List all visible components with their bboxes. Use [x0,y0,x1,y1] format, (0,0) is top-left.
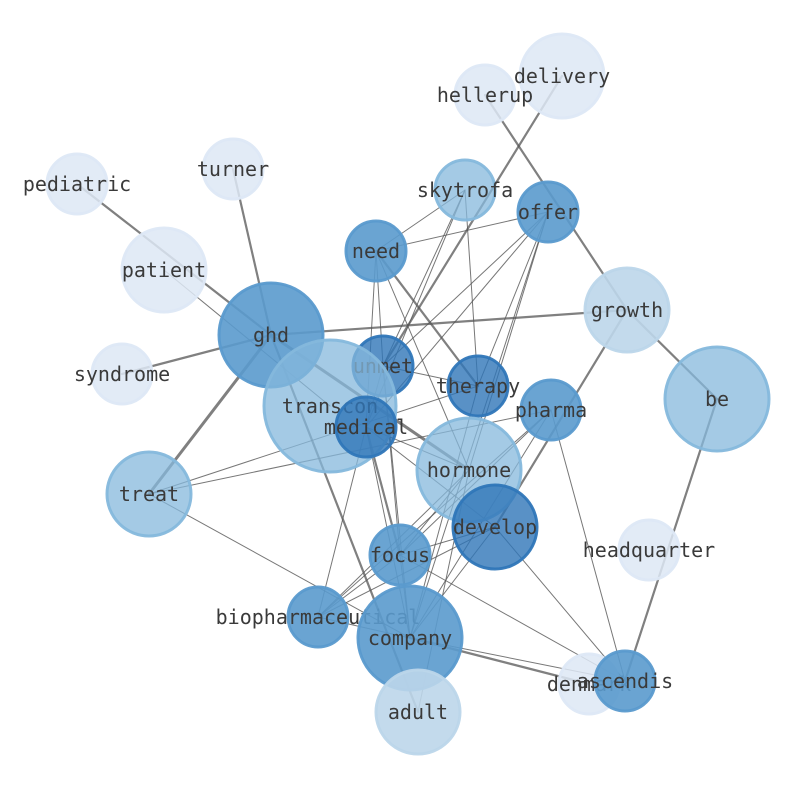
node-circle-develop [451,483,539,571]
node-label-hormone: hormone [427,458,511,482]
node-label-turner: turner [197,157,269,181]
node-pediatric: pediatric [23,152,131,216]
node-circle-therapy [446,354,510,418]
node-medical: medical [324,395,408,459]
node-label-ghd: ghd [253,323,289,347]
node-circle-headquarter [617,518,681,582]
node-label-hellerup: hellerup [437,83,533,107]
node-label-company: company [368,626,452,650]
node-adult: adult [374,668,462,756]
node-turner: turner [197,137,269,201]
node-headquarter: headquarter [583,518,715,582]
node-circle-skytrofa [433,158,497,222]
edge-ghd-growth [269,308,629,337]
node-syndrome: syndrome [74,342,170,406]
node-label-headquarter: headquarter [583,538,715,562]
node-label-medical: medical [324,415,408,439]
node-circle-adult [374,668,462,756]
node-label-pediatric: pediatric [23,172,131,196]
node-treat: treat [105,450,193,538]
node-circle-be [663,345,771,453]
node-label-be: be [705,387,729,411]
node-label-therapy: therapy [436,374,520,398]
node-growth: growth [583,266,671,354]
node-therapy: therapy [436,354,520,418]
node-patient: patient [120,226,208,314]
node-circle-biopharmaceutical [286,585,350,649]
node-circle-medical [334,395,398,459]
node-label-skytrofa: skytrofa [417,178,513,202]
node-ascendis: ascendis [577,649,673,713]
node-circle-treat [105,450,193,538]
node-skytrofa: skytrofa [417,158,513,222]
edge-skytrofa-therapy [464,189,479,387]
edge-pharma-ascendis [550,409,626,682]
node-label-delivery: delivery [514,64,610,88]
node-offer: offer [516,180,580,244]
node-label-patient: patient [122,258,206,282]
node-circle-offer [516,180,580,244]
node-circle-hellerup [453,63,517,127]
node-develop: develop [451,483,539,571]
node-label-syndrome: syndrome [74,362,170,386]
edge-delivery-unmet [381,74,564,368]
node-label-adult: adult [388,700,448,724]
node-circle-turner [201,137,265,201]
node-circle-growth [583,266,671,354]
node-circle-pharma [519,378,583,442]
node-circle-need [344,219,408,283]
node-circle-pediatric [45,152,109,216]
node-hellerup: hellerup [437,63,533,127]
node-need: need [344,219,408,283]
node-label-develop: develop [453,515,537,539]
node-circle-focus [368,523,432,587]
edge-offer-unmet [382,211,549,367]
node-label-ascendis: ascendis [577,669,673,693]
node-pharma: pharma [515,378,587,442]
node-circle-delivery [518,32,606,120]
node-be: be [663,345,771,453]
node-label-treat: treat [119,482,179,506]
node-circle-ascendis [593,649,657,713]
node-label-pharma: pharma [515,398,587,422]
node-circle-syndrome [90,342,154,406]
node-delivery: delivery [514,32,610,120]
edge-skytrofa-unmet [382,189,466,367]
node-label-need: need [352,239,400,263]
node-label-focus: focus [370,543,430,567]
node-label-offer: offer [518,200,578,224]
node-label-growth: growth [591,298,663,322]
node-focus: focus [368,523,432,587]
node-company: company [356,584,464,692]
node-circle-patient [120,226,208,314]
